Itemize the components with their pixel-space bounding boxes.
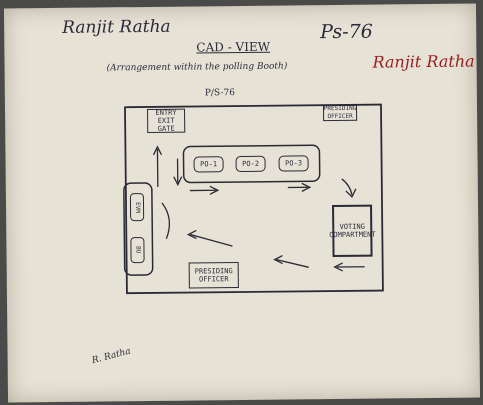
flow-arrows [152,145,365,272]
room-outline [124,103,384,295]
evm-table [123,182,154,276]
arrow-left-mid [276,259,309,268]
entry-exit-gate: ENTRY EXIT GATE [147,108,186,133]
presiding-officer-bottom: PRESIDING OFFICER [188,262,239,289]
paper-sheet: Ranjit Ratha Ps-76 Ranjit Ratha CAD - VI… [3,3,481,403]
voting-compartment-box: VOTING COMPARTMENT [329,204,376,258]
arrow-left-to-evm [190,233,233,247]
evm-unit-box: EVM [129,193,145,222]
po-2-box: PO-2 [235,155,266,173]
polling-officers-table [182,144,321,184]
presiding-officer-top: PRESIDING OFFICER [322,104,358,122]
arrow-curve-evm [161,202,171,240]
po-3-box: PO-3 [278,155,309,172]
arrow-curve-down [341,178,353,195]
bu-unit-box: BU [130,237,145,264]
po-1-box: PO-1 [193,156,224,173]
room-diagram [123,103,384,295]
